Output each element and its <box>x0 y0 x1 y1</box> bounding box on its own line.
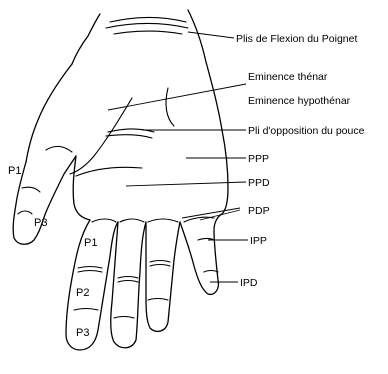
thumb-p3-label: P3 <box>34 217 47 229</box>
thumb-ip-crease <box>22 187 40 192</box>
mid-palmar-crease <box>76 167 142 176</box>
label-ppd: PPD <box>248 177 270 189</box>
label-eminence-hypothenar: Eminence hypothénar <box>248 95 351 107</box>
label-pli-opposition-pouce: Pli d'opposition du pouce <box>248 125 365 137</box>
digito-palmar-crease-1 <box>92 219 116 222</box>
middle-pip-crease-2 <box>118 281 138 283</box>
label-ppp: PPP <box>248 153 269 165</box>
hand-outline <box>13 10 228 350</box>
digito-palmar-crease-3 <box>148 219 178 222</box>
forearm-right-edge <box>188 10 206 62</box>
forearm-left-edge <box>72 14 100 64</box>
middle-pip-crease <box>118 277 138 279</box>
label-ipp: IPP <box>250 235 267 247</box>
proximal-palmar-crease <box>106 135 152 138</box>
index-pip-crease <box>78 267 102 269</box>
label-pdp: PDP <box>248 205 270 217</box>
palm-thumb-web <box>73 156 90 220</box>
index-dip-crease <box>74 309 98 311</box>
label-ipd: IPD <box>240 277 258 289</box>
thumb-mp-crease <box>46 146 72 152</box>
label-plis-flexion-poignet: Plis de Flexion du Poignet <box>236 33 357 45</box>
wrist-crease-2 <box>106 24 188 29</box>
wrist-crease-3 <box>114 31 182 34</box>
ring-pip-crease-2 <box>150 265 170 267</box>
leader-plis-flexion <box>188 32 234 38</box>
leader-lines <box>108 32 248 282</box>
segment-labels: P1 P3 P1 P2 P3 <box>8 165 97 339</box>
ring-finger-outline <box>146 222 180 331</box>
middle-dip-crease <box>114 317 134 319</box>
index-p3-label: P3 <box>76 327 89 339</box>
palm-right-edge <box>206 62 228 214</box>
index-p2-label: P2 <box>76 287 89 299</box>
thenar-crease <box>70 98 132 174</box>
digito-palmar-crease-2 <box>120 219 144 222</box>
palm-creases <box>22 18 214 223</box>
thumb-nail <box>18 211 32 214</box>
ring-pip-crease <box>150 261 170 263</box>
middle-finger-outline <box>111 222 146 348</box>
little-dip-crease <box>204 271 218 273</box>
label-eminence-thenar: Eminence thénar <box>248 71 328 83</box>
index-pip-crease-2 <box>78 271 102 273</box>
annotation-labels: Plis de Flexion du Poignet Eminence thén… <box>236 33 365 289</box>
palm-left-edge <box>26 64 72 162</box>
wrist-crease-1 <box>110 18 186 23</box>
leader-pdp-1 <box>182 208 240 218</box>
thumb-outline <box>13 156 76 244</box>
thumb-p1-label: P1 <box>8 165 21 177</box>
distal-palmar-crease <box>108 129 154 132</box>
opposition-crease <box>166 88 174 126</box>
ring-dip-crease <box>148 299 168 301</box>
leader-eminence-thenar <box>108 84 246 110</box>
index-p1-label: P1 <box>84 237 97 249</box>
